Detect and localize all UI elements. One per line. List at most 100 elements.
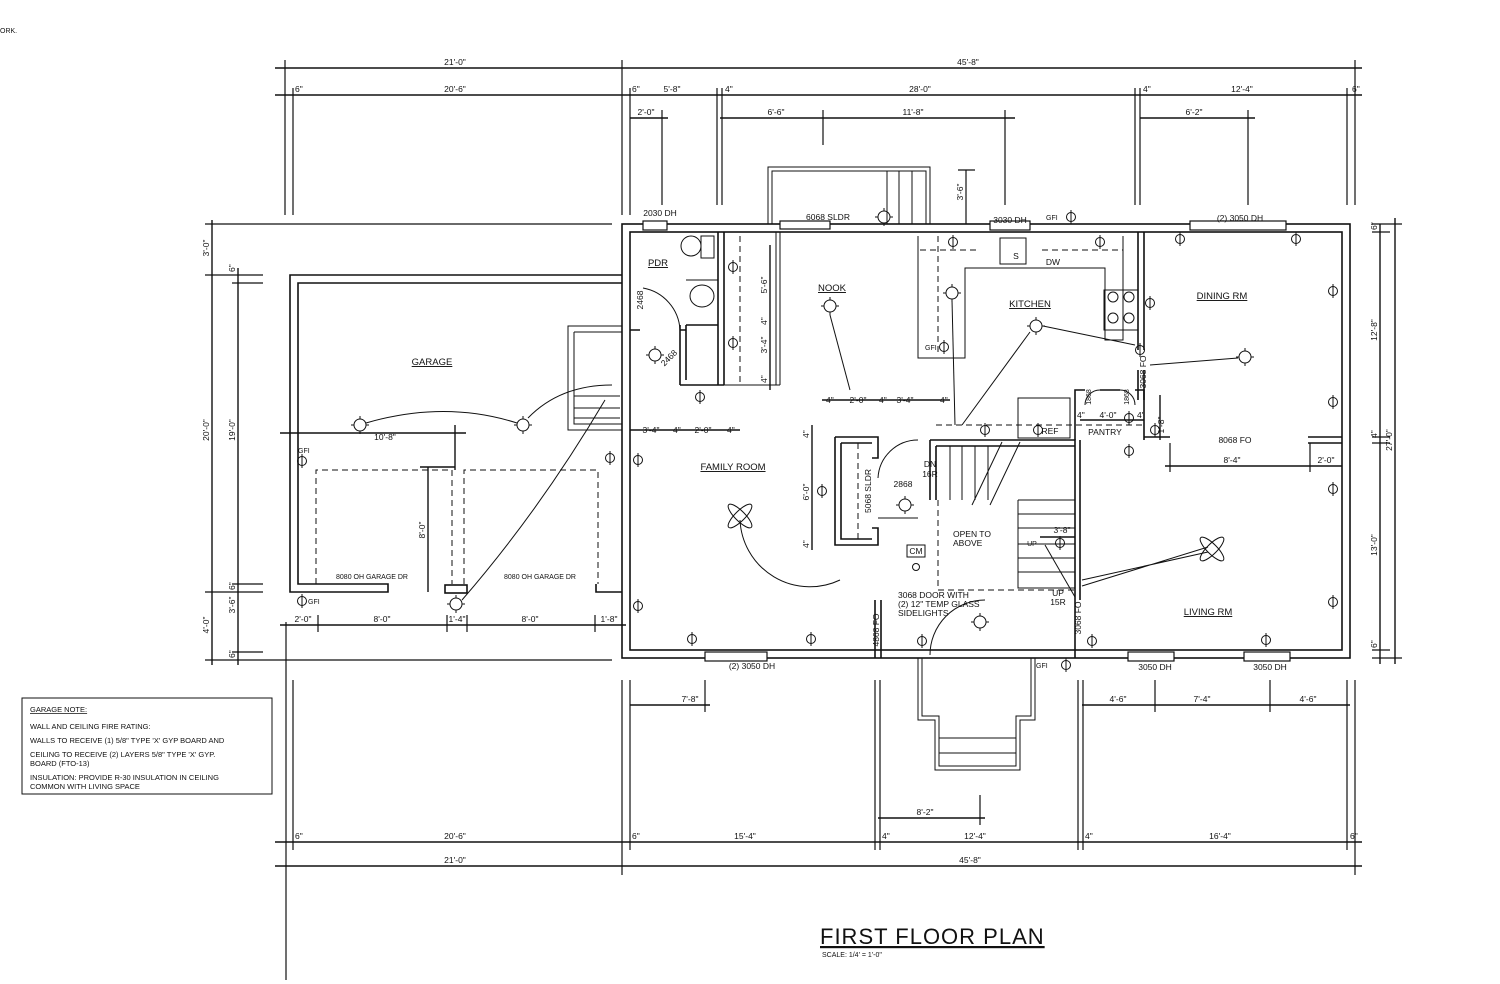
electrical-symbols <box>297 207 1338 673</box>
range-icon <box>1103 289 1139 331</box>
dim-label: 8'-4" <box>1224 455 1241 465</box>
room-pdr: PDR <box>648 258 668 269</box>
outlet-icon <box>1175 231 1185 247</box>
dim-label: 3'-8" <box>1054 525 1071 535</box>
door-label: 5068 SLDR <box>863 469 873 513</box>
ceiling-light-icon <box>513 415 533 435</box>
outlet-icon <box>728 335 738 351</box>
plan-title: FIRST FLOOR PLAN <box>820 924 1045 949</box>
ceiling-light-icon <box>820 296 840 316</box>
outlet-icon <box>1066 209 1076 225</box>
sink-label: S <box>1013 251 1019 261</box>
dim-label: 7'-4" <box>1194 694 1211 704</box>
corner-text: ORK. <box>0 28 17 35</box>
dim-label: 6" <box>227 650 237 658</box>
dim-label: 27'-0" <box>1384 429 1394 451</box>
dim-label: 8'-0" <box>522 614 539 624</box>
window-label: 2030 DH <box>643 208 677 218</box>
dim-label: 3'-4" <box>759 337 769 354</box>
dim-label: 6" <box>1369 640 1379 648</box>
dim-label: 4" <box>940 395 948 405</box>
smoke-detector-icon <box>912 563 920 571</box>
outlet-icon <box>1291 231 1301 247</box>
ceiling-light-icon <box>1235 347 1255 367</box>
dim-label: 4" <box>826 395 834 405</box>
ref-label: REF <box>1042 426 1059 436</box>
dim-label: 4" <box>1137 410 1145 420</box>
outlet-icon <box>728 259 738 275</box>
gfi-label: GFI <box>308 599 320 606</box>
window-label: 3030 DH <box>993 215 1027 225</box>
open-to-above-label: OPEN TO <box>953 529 991 539</box>
outlet-icon <box>817 483 827 499</box>
dim-label: 7'-8" <box>682 694 699 704</box>
dim-label: 8'-0" <box>417 522 427 539</box>
dim-label: 20'-6" <box>444 84 466 94</box>
dimension-labels: 21'-0" 45'-8" 6" 20'-6" 6" 5'-8" 4" 28'-… <box>201 57 1394 865</box>
window-label: (2) 3050 DH <box>729 661 775 671</box>
ceiling-light-icon <box>350 415 370 435</box>
dim-label: 45'-8" <box>957 57 979 67</box>
dim-label: 3'-4" <box>897 395 914 405</box>
outlet-icon <box>917 633 927 649</box>
dim-label: 3'-0" <box>201 240 211 257</box>
dim-label: 6" <box>632 831 640 841</box>
dim-label: 3'-4" <box>643 425 660 435</box>
dim-label: 1'-8" <box>601 614 618 624</box>
garage-note-line: CEILING TO RECEIVE (2) LAYERS 5/8" TYPE … <box>30 750 215 759</box>
stair-up-label: UP <box>1052 588 1064 598</box>
garage-note: GARAGE NOTE: WALL AND CEILING FIRE RATIN… <box>21 697 273 795</box>
opening-label: 8068 FO <box>1218 435 1251 445</box>
dim-label: 13'-0" <box>1369 534 1379 556</box>
door-label: 2868 <box>894 479 913 489</box>
dim-label: 8'-2" <box>917 807 934 817</box>
opening-label: 3068 FO <box>1138 355 1148 388</box>
dim-label: 6" <box>1352 84 1360 94</box>
dim-label: 4" <box>759 375 769 383</box>
opening-label: 4868 FO <box>871 613 881 646</box>
outlet-icon <box>1328 594 1338 610</box>
walls <box>289 166 1351 771</box>
outlet-icon <box>1261 632 1271 648</box>
entry-door-note: SIDELIGHTS <box>898 608 949 618</box>
dim-label: 16'-4" <box>1209 831 1231 841</box>
dim-label: 4'-0" <box>1100 410 1117 420</box>
garage-note-line: WALLS TO RECEIVE (1) 5/8" TYPE 'X' GYP B… <box>30 736 225 745</box>
stair-risers-label: 15R <box>1050 597 1066 607</box>
dim-label: 1'-8" <box>1156 417 1166 434</box>
garage-note-line: BOARD (FTO-13) <box>30 759 90 768</box>
room-dining: DINING RM <box>1197 291 1248 302</box>
sink-icon <box>999 237 1027 265</box>
ceiling-light-icon <box>446 594 466 614</box>
room-family: FAMILY ROOM <box>700 462 765 473</box>
outlet-icon <box>1135 342 1145 358</box>
dim-label: 6" <box>632 84 640 94</box>
dim-label: 4" <box>727 425 735 435</box>
door-label: 6068 SLDR <box>806 212 850 222</box>
dim-label: 2'-0" <box>1318 455 1335 465</box>
dim-label: 2'-0" <box>295 614 312 624</box>
dw-label: DW <box>1046 257 1060 267</box>
dim-label: 4" <box>879 395 887 405</box>
stair-up-label: UP <box>1027 541 1037 548</box>
dim-label: 6'-6" <box>768 107 785 117</box>
outlet-icon <box>1124 443 1134 459</box>
toilet-icon <box>680 235 702 257</box>
window-label: 3050 DH <box>1253 662 1287 672</box>
dim-label: 6" <box>227 582 237 590</box>
window-label: 3050 DH <box>1138 662 1172 672</box>
dim-label: 5'-6" <box>759 277 769 294</box>
dim-label: 3'-6" <box>955 184 965 201</box>
dim-label: 4'-6" <box>1110 694 1127 704</box>
dim-label: 2'-0" <box>638 107 655 117</box>
dim-label: 20'-0" <box>201 419 211 441</box>
outlet-icon <box>297 453 307 469</box>
ceiling-fan-icon <box>724 500 756 532</box>
outlet-icon <box>633 598 643 614</box>
dim-label: 4" <box>801 540 811 548</box>
garage-note-line: INSULATION: PROVIDE R-30 INSULATION IN C… <box>30 773 219 782</box>
door-label: 2468 <box>659 347 680 368</box>
outlet-icon <box>297 593 307 609</box>
outlet-icon <box>1061 657 1071 673</box>
